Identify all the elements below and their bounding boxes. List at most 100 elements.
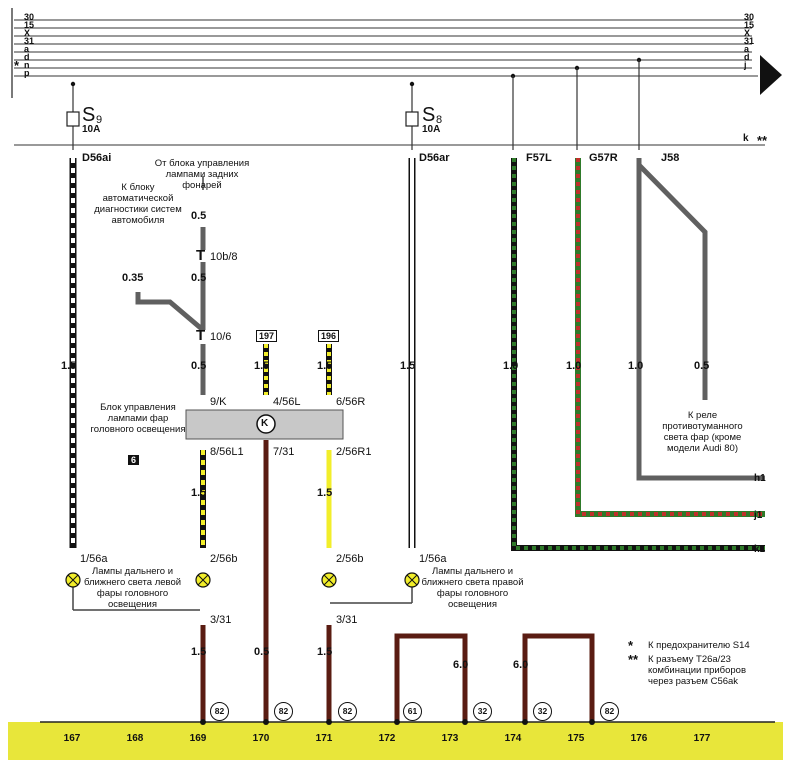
size-0-5-170: 0.5	[254, 646, 270, 658]
connector-t10b8: 10b/8	[210, 251, 238, 263]
bus-lines	[14, 19, 758, 77]
note-dstar-mark: **	[628, 652, 639, 667]
size-1-5-d56ai: 1.5	[61, 360, 77, 372]
size-0-5-b: 0.5	[191, 272, 207, 284]
fuse-s9-sub: 9	[96, 114, 103, 126]
fuse-s8-name: S	[422, 104, 436, 126]
ground-ref-169: 82	[210, 702, 229, 721]
bottom-number: 175	[567, 733, 585, 744]
bus-arrow	[760, 55, 782, 95]
wire-label-g57r: G57R	[589, 152, 618, 164]
pin-9k: 9/K	[210, 396, 227, 408]
bus-label-right: X	[744, 28, 751, 38]
size-6-0-b: 6.0	[513, 659, 529, 671]
bottom-band	[8, 722, 783, 760]
ground-ref-170: 82	[274, 702, 293, 721]
size-1-5-171: 1.5	[317, 646, 333, 658]
ground-ref-174: 32	[533, 702, 552, 721]
note-dstar-text: К разъему T26a/23 комбинации приборов че…	[648, 654, 747, 687]
tag-197: 197	[256, 330, 278, 342]
bus-label-right: j	[744, 60, 747, 70]
fuse-s8-sub: 8	[436, 114, 443, 126]
wire-label-d56ai: D56ai	[82, 152, 112, 164]
note-left-lamps: Лампы дальнего и ближнего света левой фа…	[83, 566, 182, 610]
bottom-number: 173	[441, 733, 459, 744]
bottom-number: 176	[630, 733, 648, 744]
pin-4-56l: 4/56L	[273, 396, 301, 408]
bus-label-left: 31	[24, 36, 35, 46]
bus-label-left: 15	[24, 20, 35, 30]
bottom-number: 170	[252, 733, 270, 744]
wire-label-d56ar: D56ar	[419, 152, 450, 164]
tag-196: 196	[318, 330, 340, 342]
bottom-number: 169	[189, 733, 207, 744]
fuse-s9-name: S	[82, 104, 96, 126]
connector-t10-letter: T	[196, 327, 206, 344]
note-right-lamps: Лампы дальнего и ближнего света правой ф…	[421, 566, 524, 610]
bus-label-left: X	[24, 28, 31, 38]
pin-8-56l1: 8/56L1	[210, 446, 244, 458]
bus-label-right: 30	[744, 12, 755, 22]
size-1-0-f57l: 1.0	[503, 360, 519, 372]
bus-star-mark: *	[14, 58, 20, 73]
size-1-0-j58: 1.0	[628, 360, 644, 372]
ground-ref-171: 82	[338, 702, 357, 721]
note-rear-lights: От блока управления лампами задних фонар…	[154, 158, 250, 191]
ground-ref-173: 32	[473, 702, 492, 721]
pin-2-56r1: 2/56R1	[336, 446, 372, 458]
bus-label-right: a	[744, 44, 750, 54]
size-1-5-169: 1.5	[191, 646, 207, 658]
pin-6-56r: 6/56R	[336, 396, 366, 408]
fuse-s8-symbol	[405, 111, 419, 127]
connector-t10-6: 10/6	[210, 331, 232, 343]
bottom-number: 177	[693, 733, 711, 744]
bus-label-right: d	[744, 52, 750, 62]
size-6-0-a: 6.0	[453, 659, 469, 671]
bus-label-right: 31	[744, 36, 755, 46]
size-1-5-196: 1.5	[317, 360, 333, 372]
wire-label-f57l: F57L	[526, 152, 552, 164]
size-1-5-left: 1.5	[191, 487, 207, 499]
pin-1-56a-left: 1/56a	[80, 553, 108, 565]
pin-7-31: 7/31	[273, 446, 295, 458]
bus-label-left: a	[24, 44, 30, 54]
pin-2-56b-right: 2/56b	[336, 553, 364, 565]
k-line-mark: **	[757, 133, 768, 148]
note-headlight-control: Блок управления лампами фар головного ос…	[90, 402, 186, 435]
bottom-number: 172	[378, 733, 396, 744]
bottom-number: 167	[63, 733, 81, 744]
pin-3-31-right: 3/31	[336, 614, 358, 626]
block-k-symbol: K	[261, 418, 269, 429]
bottom-number: 171	[315, 733, 333, 744]
bus-label-left: p	[24, 68, 30, 78]
size-1-5-197: 1.5	[254, 360, 270, 372]
note-fog-relay: К реле противотуманного света фар (кроме…	[662, 410, 743, 454]
bottom-number: 168	[126, 733, 144, 744]
fuse-s9-rating: 10A	[82, 124, 101, 135]
bus-label-left: n	[24, 60, 30, 70]
bottom-number: 174	[504, 733, 522, 744]
size-0-5-fog: 0.5	[694, 360, 710, 372]
fuse-s9-symbol	[66, 111, 80, 127]
k-line-label: k	[743, 133, 749, 144]
size-0-35: 0.35	[122, 272, 144, 284]
note-star-text: К предохранителю S14	[648, 640, 750, 651]
pin-3-31-left: 3/31	[210, 614, 232, 626]
wire-label-j58: J58	[661, 152, 680, 164]
bus-label-left: d	[24, 52, 30, 62]
block-number-6: 6	[128, 455, 140, 465]
size-1-5-d56ar: 1.5	[400, 360, 416, 372]
edge-label-k1: k1	[754, 544, 766, 555]
pin-2-56b-left: 2/56b	[210, 553, 238, 565]
bus-label-left: 30	[24, 12, 35, 22]
bus-label-right: 15	[744, 20, 755, 30]
size-1-0-g57r: 1.0	[566, 360, 582, 372]
edge-label-j1: j1	[754, 510, 763, 521]
note-diag-block: К блоку автоматической диагностики систе…	[94, 182, 182, 226]
fuse-s8-rating: 10A	[422, 124, 441, 135]
ground-ref-172: 61	[403, 702, 422, 721]
size-0-5-c: 0.5	[191, 360, 207, 372]
connector-t10b-letter: T	[196, 247, 206, 264]
size-1-5-right: 1.5	[317, 487, 333, 499]
